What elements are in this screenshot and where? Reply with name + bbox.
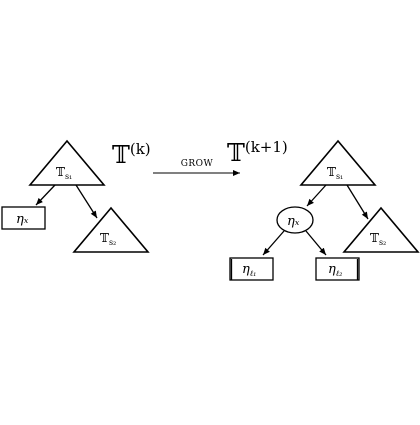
right-tree-title: 𝕋(k+1) <box>227 138 288 167</box>
split-edge-left <box>262 230 285 256</box>
left-leaf-new-label: ηℓ₁ <box>242 262 256 278</box>
left-leaf-node-new <box>229 257 274 281</box>
left-bottom-subtree-label: 𝕋s₂ <box>100 231 116 247</box>
split-node <box>276 206 314 234</box>
left-edge-to-leaf <box>35 184 56 206</box>
right-edge-to-split-node <box>306 184 327 207</box>
grow-operation: GROW <box>153 159 240 176</box>
split-edge-right <box>305 230 327 256</box>
right-top-subtree-label: 𝕋s₁ <box>327 165 343 181</box>
right-edge-to-subtree <box>346 184 369 220</box>
left-edge-to-subtree <box>75 184 98 219</box>
left-bottom-subtree-triangle <box>72 206 150 253</box>
split-node-label: ηₓ <box>287 214 300 229</box>
right-tree: 𝕋(k+1) 𝕋s₁ ηₓ 𝕋s₂ ηℓ₁ ηℓ₂ <box>227 138 420 281</box>
grow-label: GROW <box>181 159 214 169</box>
left-top-subtree-label: 𝕋s₁ <box>56 165 72 181</box>
right-bottom-subtree-triangle <box>342 206 420 253</box>
left-tree-title: 𝕋(k) <box>112 140 151 169</box>
left-leaf-label: ηₓ <box>16 212 29 227</box>
right-leaf-new-label: ηℓ₂ <box>328 262 342 278</box>
left-tree: 𝕋s₁ ηₓ 𝕋s₂ 𝕋(k) <box>1 139 151 253</box>
right-top-subtree-triangle <box>299 139 377 186</box>
left-leaf-node <box>1 206 46 230</box>
left-top-subtree-triangle <box>28 139 106 186</box>
right-leaf-node-new <box>315 257 360 281</box>
right-bottom-subtree-label: 𝕋s₂ <box>370 231 386 247</box>
